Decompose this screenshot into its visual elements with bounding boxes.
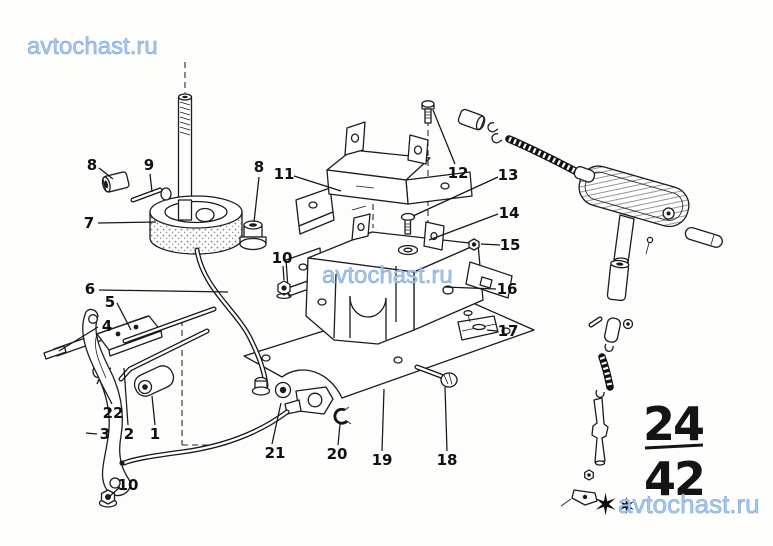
part-pin-9: [130, 187, 163, 203]
part-nut-15: [468, 238, 480, 251]
page-ref-numerator: 24: [643, 397, 703, 451]
part-lever-shaft: [177, 93, 193, 219]
star-icon-small: ✶: [617, 494, 636, 520]
part-handle-pin: [645, 226, 723, 255]
part-flat-strip-4: [43, 315, 163, 360]
part-cable-21: [119, 376, 334, 466]
page-ref-denominator: 42: [644, 452, 704, 506]
part-label-9: 9: [144, 156, 154, 174]
part-bracket-11: [295, 121, 473, 235]
part-screw-13: [400, 212, 416, 235]
part-nut-10-bottom: [98, 489, 118, 508]
part-handle-bushing: [573, 166, 596, 183]
part-label-15: 15: [500, 236, 521, 254]
part-label-10-b: 10: [118, 476, 139, 494]
part-bolt-12: [421, 100, 435, 124]
part-nut-10-center: [276, 280, 292, 300]
page-ref: 24 42: [643, 397, 706, 506]
callout-labels: 8 9 7 8 11 12 13 14 15 10 16 17 6 5 4 22…: [84, 156, 521, 494]
part-label-20: 20: [327, 445, 348, 463]
part-label-2: 2: [124, 425, 134, 443]
part-label-8-a: 8: [87, 156, 97, 174]
part-spring-clips: [487, 122, 503, 144]
part-label-22: 22: [103, 404, 124, 422]
part-lever-3: [82, 308, 131, 497]
part-label-12: 12: [448, 164, 469, 182]
part-link-rod-5: [122, 306, 217, 344]
part-shaft-sleeve: [606, 259, 630, 302]
part-block-1: [133, 365, 175, 397]
watermark-top-left: avtochast.ru: [27, 33, 158, 60]
part-label-16: 16: [497, 280, 518, 298]
leader-lines: [58, 109, 501, 497]
part-label-3: 3: [100, 425, 110, 443]
part-label-19: 19: [372, 451, 393, 469]
part-clamp-17: [457, 310, 499, 341]
part-label-18: 18: [437, 451, 458, 469]
part-sleeve-cylinder: [457, 108, 486, 131]
part-label-1: 1: [150, 425, 160, 443]
part-label-6: 6: [85, 280, 95, 298]
part-bushing-8-right: [239, 220, 267, 251]
part-rod-column: [560, 316, 634, 507]
part-circlip-20: [333, 406, 352, 425]
watermarks: avtochast.ru avtochast.ru avtochast.ru: [27, 33, 760, 520]
part-handle-shaft: [613, 214, 635, 264]
part-label-5: 5: [105, 293, 115, 311]
part-label-8-b: 8: [254, 158, 264, 176]
part-label-14: 14: [499, 204, 520, 222]
part-label-4: 4: [102, 317, 112, 335]
watermark-bottom-right: avtochast.ru: [618, 489, 760, 519]
part-bushing-8-left: [101, 171, 130, 193]
part-bolt-18: [414, 364, 458, 388]
part-selector-rod-6: [194, 247, 269, 389]
part-slot-washer-14: [397, 244, 419, 256]
star-icon: ✶: [593, 488, 618, 523]
part-label-11: 11: [274, 165, 295, 183]
part-spring-long: [505, 135, 581, 176]
part-label-21: 21: [265, 444, 286, 462]
part-label-13: 13: [498, 166, 519, 184]
part-label-17: 17: [498, 322, 519, 340]
watermark-center: avtochast.ru: [322, 262, 453, 289]
part-knob-housing-7: [149, 187, 243, 255]
part-t-handle: [573, 165, 723, 302]
part-label-10-a: 10: [272, 249, 293, 267]
part-label-7: 7: [84, 214, 94, 232]
